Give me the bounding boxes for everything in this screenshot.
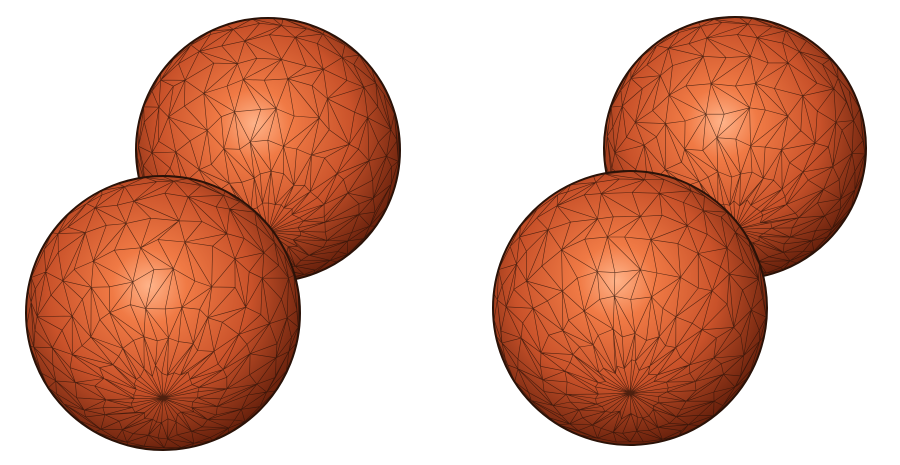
mesh-edges (493, 171, 767, 443)
sphere-outline (25, 175, 301, 451)
sphere-outline (492, 170, 768, 446)
sphere-body (493, 171, 767, 445)
sphere-front (25, 175, 301, 451)
sphere-pair-right (492, 16, 867, 446)
sphere-front (492, 170, 768, 446)
sphere-pair-left (25, 17, 401, 451)
